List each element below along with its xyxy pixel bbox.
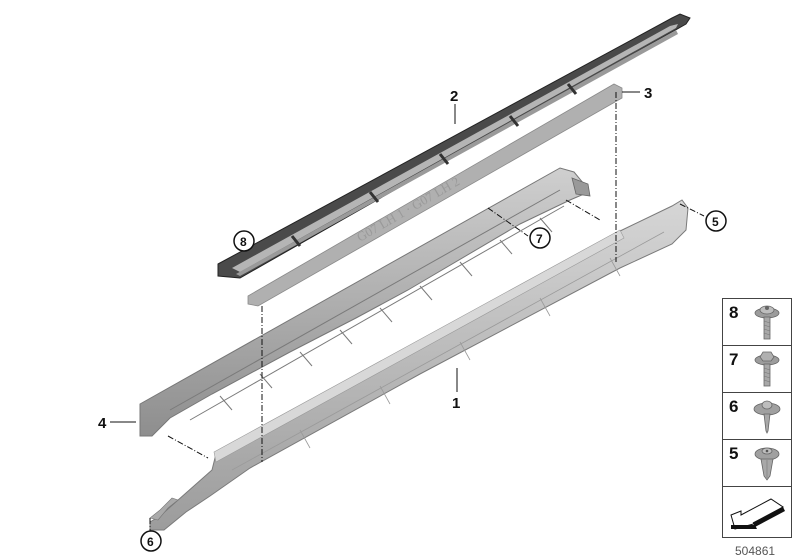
orientation-arrow-cell xyxy=(722,486,792,538)
callout-2[interactable]: 2 xyxy=(450,88,458,105)
svg-text:7: 7 xyxy=(536,232,543,246)
callout-7[interactable]: 7 xyxy=(529,227,551,249)
washer-screw-icon xyxy=(753,400,781,434)
hex-bolt-icon xyxy=(754,351,780,387)
svg-text:6: 6 xyxy=(147,535,154,549)
part-4-bracket[interactable] xyxy=(139,167,591,437)
part-1-running-board[interactable] xyxy=(149,199,689,531)
legend-number: 8 xyxy=(729,303,739,322)
svg-text:5: 5 xyxy=(712,215,719,229)
legend-number: 7 xyxy=(729,350,739,369)
callout-8[interactable]: 8 xyxy=(233,230,255,252)
expanding-rivet-icon xyxy=(754,447,780,481)
direction-arrow-icon xyxy=(730,498,785,530)
legend-number: 5 xyxy=(729,444,739,463)
legend-item-6[interactable]: 6 xyxy=(722,392,792,439)
callout-4[interactable]: 4 xyxy=(98,415,107,432)
legend-number: 6 xyxy=(729,397,739,416)
callout-3[interactable]: 3 xyxy=(644,85,652,102)
callout-5[interactable]: 5 xyxy=(705,210,727,232)
legend-item-5[interactable]: 5 xyxy=(722,439,792,486)
callout-6[interactable]: 6 xyxy=(140,530,162,552)
flange-bolt-icon xyxy=(754,305,780,340)
leader-lines xyxy=(110,91,640,423)
assembly-lines xyxy=(149,92,705,532)
part-2-grid-trim[interactable] xyxy=(217,13,691,279)
fastener-legend: 8 7 6 5 xyxy=(722,298,792,538)
callout-1[interactable]: 1 xyxy=(452,395,460,412)
diagram-reference-number: 504861 xyxy=(735,544,776,558)
legend-item-7[interactable]: 7 xyxy=(722,345,792,392)
legend-item-8[interactable]: 8 xyxy=(722,298,792,345)
svg-text:8: 8 xyxy=(240,235,247,249)
